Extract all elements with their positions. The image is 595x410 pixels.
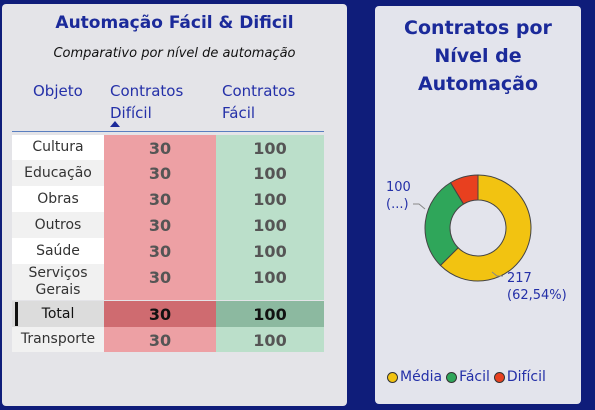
cell-text-line: Saúde [36,242,80,259]
chart-title: Contratos por Nível de Automação [375,14,581,98]
column-header-objeto[interactable]: Objeto [33,82,83,100]
chart-title-line: Automação [417,73,539,95]
cell-contratos-dificil: 30 [104,135,216,160]
legend-item[interactable]: Difícil [493,369,546,385]
label-value: 217 [507,271,532,286]
label-percent: (...) [386,197,409,212]
header-line-2: Fácil [222,104,256,122]
donut-slice-dificil[interactable] [449,174,479,205]
cell-contratos-facil: 100 [216,327,324,352]
cell-objeto: Transporte [12,327,104,352]
cell-contratos-dificil: 30 [104,160,216,186]
cell-objeto: Saúde [12,238,104,264]
label-percent: (62,54%) [507,288,567,303]
column-header-contratos-facil[interactable]: Contratos Fácil [222,80,295,124]
cell-text-line: Educação [24,164,92,181]
cell-objeto-text: Outros [35,217,82,234]
leader-line [491,271,503,277]
cell-contratos-facil: 100 [216,212,324,238]
cell-text-line: Total [41,305,75,322]
cell-contratos-dificil: 30 [104,301,216,327]
header-line-1: Contratos [110,82,184,100]
table-subtitle: Comparativo por nível de automação [53,46,296,61]
cell-contratos-dificil: 30 [104,186,216,212]
cell-objeto: Educação [12,160,104,186]
cell-contratos-facil: 100 [216,238,324,264]
cell-objeto-text: Cultura [32,139,83,156]
cell-contratos-dificil: 30 [104,327,216,352]
legend-dot-icon [493,371,505,383]
donut-chart[interactable] [375,6,581,404]
table-title: Automação Fácil & Dificil [55,13,294,33]
cell-contratos-facil: 100 [216,186,324,212]
cell-objeto-text: Saúde [36,243,80,260]
cell-objeto-text: Total [42,306,75,323]
cell-objeto: Outros [12,212,104,238]
selected-row-marker [15,302,18,326]
cell-text-line: Transporte [20,331,96,347]
cell-objeto-text: Obras [37,191,79,208]
cell-contratos-facil: 100 [216,135,324,160]
legend-label: Fácil [459,369,490,385]
chart-title-line: Nível de [434,45,522,67]
cell-objeto-text: Educação [24,165,92,182]
legend-item[interactable]: Média [387,369,442,385]
cell-contratos-facil: 100 [216,264,324,300]
legend-dot-icon [387,371,398,383]
cell-objeto: Total [12,301,104,327]
cell-text-line: Serviços [28,265,88,281]
cell-contratos-dificil: 30 [104,238,216,264]
cell-text-line: Cultura [32,139,84,155]
cell-contratos-dificil: 30 [104,212,216,238]
leader-line [413,203,426,210]
legend-label: Difícil [506,369,546,385]
table-panel: Automação Fácil & Dificil Comparativo po… [2,4,347,406]
cell-objeto: Obras [12,186,104,212]
cell-objeto-text: Transporte [21,331,95,348]
chart-panel: Contratos por Nível de Automação 100 (..… [375,6,581,404]
sort-ascending-icon[interactable] [110,121,120,127]
chart-legend: Média Fácil Difícil [387,369,550,385]
cell-objeto: Cultura [12,135,104,160]
legend-dot-icon [446,371,458,383]
cell-text-line: Outros [34,216,82,233]
label-value: 100 [386,180,411,195]
header-line-2: Difícil [110,104,152,122]
cell-text-line: Gerais [35,282,81,298]
label-facil: 100 (...) [386,179,411,213]
label-media: 217 (62,54%) [507,270,567,304]
cell-contratos-dificil: 30 [104,264,216,300]
header-divider [12,131,324,132]
cell-contratos-facil: 100 [216,160,324,186]
cell-text-line: Obras [37,190,79,207]
chart-title-line: Contratos por [404,17,552,39]
legend-item[interactable]: Fácil [446,369,490,385]
column-header-contratos-dificil[interactable]: Contratos Difícil [110,80,183,124]
legend-label: Média [400,369,443,385]
header-line-1: Contratos [222,82,296,100]
donut-slice-media[interactable] [439,174,532,282]
cell-contratos-facil: 100 [216,301,324,327]
